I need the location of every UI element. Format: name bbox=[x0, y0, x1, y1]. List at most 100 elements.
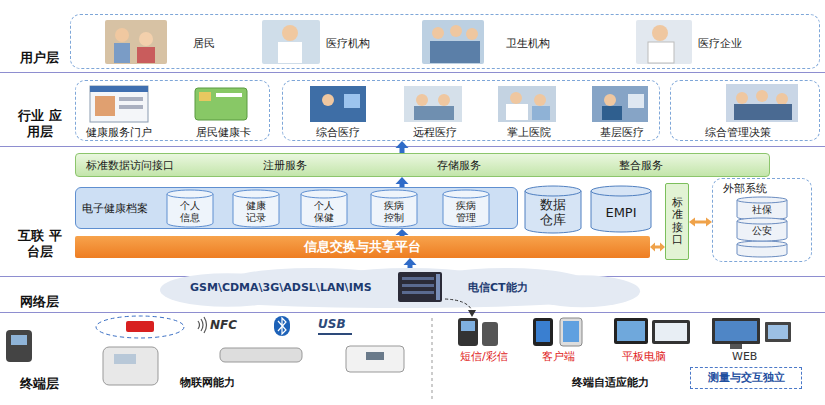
cylinder-body bbox=[371, 194, 417, 227]
portal-line bbox=[119, 97, 143, 101]
nfc-logo: NFC bbox=[210, 318, 237, 333]
node-text: 公安 bbox=[752, 225, 772, 237]
rfid-tag bbox=[126, 321, 154, 332]
person-head bbox=[139, 32, 153, 46]
capability-label: 终端自适应能力 bbox=[572, 376, 649, 390]
monitor-stand bbox=[730, 344, 742, 349]
node-text: 远程医疗 bbox=[413, 126, 457, 139]
node-text: EMPI bbox=[605, 205, 636, 221]
hospital-photo bbox=[262, 20, 320, 64]
arrow-head bbox=[396, 141, 409, 148]
node-text: 测量与交互独立 bbox=[708, 371, 785, 384]
cylinder-top bbox=[737, 197, 787, 203]
node-text: 社保 bbox=[752, 204, 772, 216]
feature-phone bbox=[482, 322, 498, 346]
management-photo bbox=[726, 84, 798, 122]
layer-label: 终端层 bbox=[20, 376, 59, 392]
person-head bbox=[652, 25, 668, 41]
person-head bbox=[282, 25, 298, 41]
terminal-divider bbox=[432, 318, 433, 400]
connector-line bbox=[408, 265, 413, 269]
delivery-head bbox=[468, 310, 476, 317]
cylinder-body bbox=[167, 194, 213, 227]
node-text: 信息交换与共享平台 bbox=[304, 239, 421, 255]
rfid-zone bbox=[96, 316, 184, 338]
node-text: 标准接口 bbox=[672, 197, 683, 245]
feature-phone bbox=[458, 318, 478, 346]
person-head bbox=[510, 92, 522, 104]
cylinder-body bbox=[233, 194, 279, 227]
node-text: 健康服务门户 bbox=[86, 126, 152, 139]
server-side bbox=[436, 274, 440, 300]
note-box: 测量与交互独立 bbox=[690, 367, 802, 389]
screen bbox=[344, 94, 360, 108]
cylinder-body bbox=[301, 194, 347, 227]
external-cylinder-top bbox=[737, 241, 787, 247]
node-text: 医疗机构 bbox=[326, 37, 370, 50]
person-head bbox=[438, 94, 450, 106]
person-body bbox=[602, 106, 622, 120]
server-icon bbox=[398, 272, 442, 302]
connector-line bbox=[695, 221, 707, 224]
cylinder-top bbox=[167, 190, 213, 198]
person-body bbox=[430, 41, 480, 63]
phone-screen bbox=[461, 321, 475, 331]
device-label: 短信/彩信 bbox=[460, 350, 508, 364]
server-slot bbox=[402, 284, 434, 287]
enterprise-photo bbox=[636, 20, 692, 64]
connector-line bbox=[655, 246, 661, 249]
layer-label: 网络层 bbox=[20, 294, 59, 310]
layer-label: 行业 应用层 bbox=[17, 108, 63, 141]
node-text: 综合医疗 bbox=[316, 126, 360, 139]
phone-screen bbox=[536, 321, 550, 342]
health-card bbox=[195, 88, 247, 120]
node-text: 注册服务 bbox=[263, 159, 307, 172]
cylinder-top bbox=[591, 186, 651, 196]
person-head bbox=[466, 28, 478, 40]
node-text: 医疗企业 bbox=[698, 37, 742, 50]
node-text: 电子健康档案 bbox=[82, 202, 148, 215]
primary-care-photo bbox=[592, 86, 648, 122]
cylinder-body bbox=[591, 191, 651, 232]
bluetooth-rune bbox=[278, 318, 286, 334]
layer-divider bbox=[0, 312, 825, 313]
person-head bbox=[322, 94, 334, 106]
card-stripe bbox=[216, 93, 242, 97]
person-body bbox=[648, 42, 674, 63]
desktop-monitor bbox=[765, 322, 791, 342]
exchange-bar: 信息交换与共享平台 bbox=[75, 236, 650, 258]
node-text: 存储服务 bbox=[437, 159, 481, 172]
cylinder-top bbox=[371, 190, 417, 198]
connector-arrow bbox=[404, 258, 417, 268]
arrow-head bbox=[404, 258, 417, 265]
application-panel: 综合医疗远程医疗掌上医院基层医疗 bbox=[282, 80, 660, 141]
portal-image bbox=[95, 96, 115, 116]
sensor-bar bbox=[220, 348, 302, 362]
monitor-device bbox=[103, 347, 158, 385]
layer-divider bbox=[0, 146, 825, 147]
application-panel: 综合管理决策 bbox=[670, 80, 820, 141]
service-band: 标准数据访问接口注册服务存储服务整合服务 bbox=[75, 153, 770, 177]
telemedicine-photo bbox=[404, 86, 462, 122]
monitor-screen bbox=[715, 321, 757, 341]
phone-screen bbox=[563, 321, 579, 342]
node-text: 卫生机构 bbox=[506, 37, 550, 50]
application-panel: 健康服务门户居民健康卡 bbox=[75, 80, 270, 141]
node-text: 掌上医院 bbox=[507, 126, 551, 139]
external-panel: 外部系统社保公安 bbox=[712, 178, 812, 262]
node-text: 个人 保健 bbox=[309, 200, 339, 223]
reader-device bbox=[6, 330, 32, 362]
node-text: 标准数据访问接口 bbox=[86, 159, 174, 172]
person-body bbox=[414, 106, 454, 120]
server-slot bbox=[402, 277, 434, 280]
portal-header bbox=[90, 86, 148, 92]
record-cylinder: 健康 记录 bbox=[232, 189, 280, 228]
interface-box: 标准接口 bbox=[665, 183, 689, 260]
arrow-head bbox=[396, 177, 409, 184]
cylinder-top bbox=[233, 190, 279, 198]
connector-arrow bbox=[689, 218, 712, 227]
arrow-head bbox=[396, 229, 409, 235]
connector-arrow bbox=[396, 141, 409, 153]
